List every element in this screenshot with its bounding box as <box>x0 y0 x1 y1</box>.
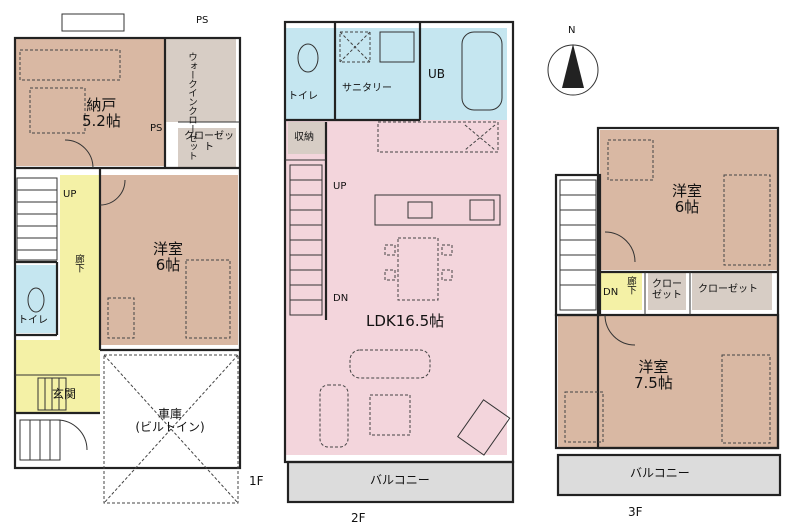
garage-label: 車庫(ビルトイン) <box>135 407 205 434</box>
bedroom-3f-a-fill <box>600 130 778 270</box>
sanitary-fill <box>335 28 420 120</box>
walkin-closet-label: ウォークインクローゼット <box>185 52 197 160</box>
storage-2f-fill <box>288 122 326 154</box>
walkin-closet-fill <box>166 38 236 122</box>
bed-3f-b <box>721 354 771 444</box>
closet-1f-label: クローゼット <box>184 131 234 153</box>
shoe-cabinet <box>37 377 67 411</box>
compass <box>547 44 599 96</box>
corridor-lower-fill <box>15 340 100 375</box>
bed-3f-a <box>723 174 771 266</box>
closet-3f-wide-fill <box>692 272 772 310</box>
toilet-2f-label: トイレ <box>288 91 318 102</box>
closet-3f-small-fill <box>648 272 686 310</box>
toilet-2f-fill <box>285 28 335 120</box>
bathtub <box>461 31 503 111</box>
ldk-label: LDK16.5帖 <box>366 312 445 330</box>
balcony-3f-fill <box>558 455 780 495</box>
floor-1-label: 1F <box>249 474 264 488</box>
balcony-2f-label: バルコニー <box>370 473 430 487</box>
kitchen-island <box>374 194 501 226</box>
desk-3f-a <box>607 139 654 181</box>
toilet-1f-label: トイレ <box>18 315 48 326</box>
closet-1f-fill <box>178 128 236 168</box>
closet-3f-small-label: クローゼット <box>652 279 682 301</box>
corridor-3f-label: 廊下 <box>624 276 636 294</box>
floor-2-label: 2F <box>351 511 366 525</box>
toilet-bowl-1f <box>27 287 45 313</box>
up-2f-label: UP <box>333 181 347 192</box>
sanitary-label: サニタリー <box>342 83 392 94</box>
stairs-1f <box>16 177 58 261</box>
corridor-1f-label: 廊下 <box>72 254 84 272</box>
kitchen-counter-back <box>377 121 499 153</box>
nando-room-fill <box>15 38 165 166</box>
balcony-2f-fill <box>288 462 513 502</box>
sofa <box>349 349 431 379</box>
corridor-1f-fill <box>60 175 100 345</box>
up-1f-label: UP <box>63 189 77 200</box>
toilet-1f-fill <box>15 265 57 333</box>
ldk-fill <box>285 120 507 455</box>
entrance-fill <box>15 375 100 413</box>
desk-3f-b <box>564 391 604 443</box>
bedroom-1f-fill <box>100 175 238 345</box>
dining-table <box>397 237 439 301</box>
stairs-2f <box>289 164 323 316</box>
bedroom-3f-b-fill <box>558 315 778 448</box>
roof-eave <box>61 13 125 32</box>
entrance-label: 玄関 <box>52 387 77 401</box>
ub-label: UB <box>428 67 446 81</box>
stairs-3f <box>559 179 597 311</box>
ps-top-label: PS <box>196 15 209 26</box>
washbasin <box>379 31 415 63</box>
coffee-table <box>369 394 411 436</box>
floor-1-outline <box>13 36 242 470</box>
entrance-steps <box>19 419 61 461</box>
toilet-bowl-2f <box>297 43 319 73</box>
desk-nando <box>29 87 86 134</box>
floor-3-plan <box>554 126 782 497</box>
washer <box>339 31 371 63</box>
floor-2-plan <box>283 20 515 504</box>
floor-3-label: 3F <box>628 505 643 519</box>
tv-stand <box>457 399 511 456</box>
dn-2f-label: DN <box>333 293 349 304</box>
closet-3f-wide-label: クローゼット <box>698 284 758 295</box>
dn-3f-label: DN <box>603 287 619 298</box>
garage-area <box>103 354 239 504</box>
balcony-3f-label: バルコニー <box>630 466 690 480</box>
ps-mid-label: PS <box>150 123 163 134</box>
storage-2f-label: 収納 <box>294 132 314 143</box>
corridor-3f-fill <box>600 272 642 310</box>
floor-1-plan <box>13 13 242 504</box>
desk-1f <box>107 297 135 339</box>
compass-north-label: N <box>568 25 576 36</box>
bed-1f <box>185 259 231 339</box>
